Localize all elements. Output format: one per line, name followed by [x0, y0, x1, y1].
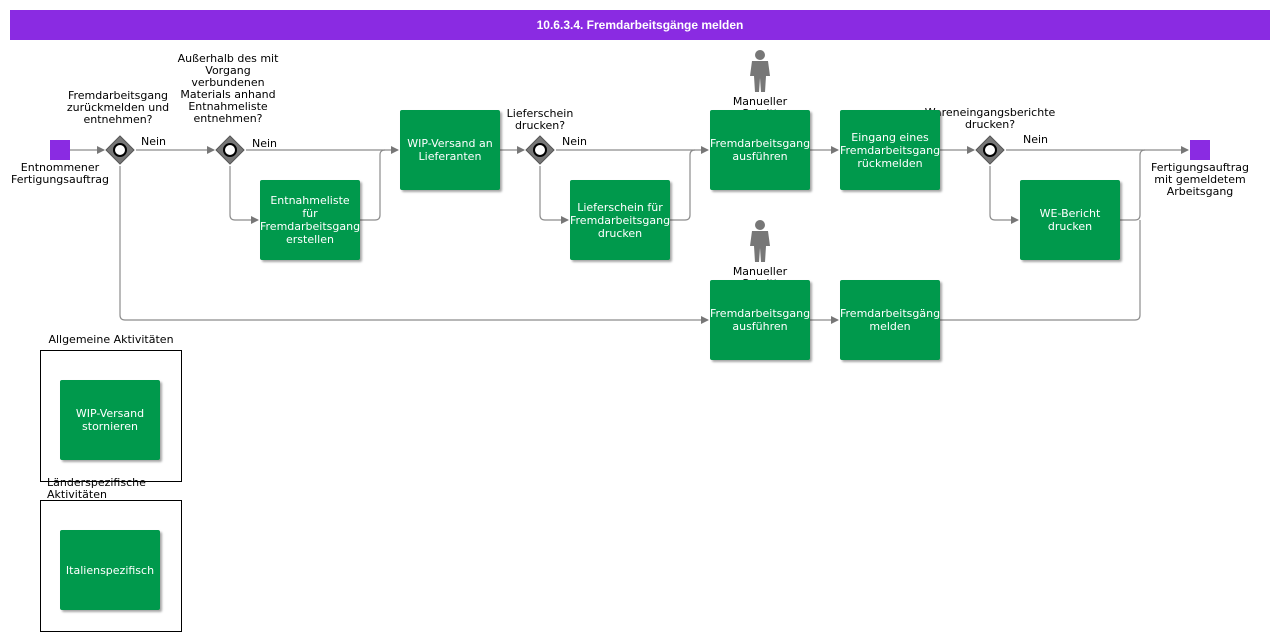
task-label: WE-Bericht drucken [1039, 207, 1101, 233]
diagram-title: 10.6.3.4. Fremdarbeitsgänge melden [10, 10, 1270, 40]
start-event-label: Entnommener Fertigungsauftrag [11, 161, 109, 186]
gateway-2-no-label: Nein [252, 137, 278, 150]
task-eingang-rueckmelden[interactable]: Eingang eines Fremdarbeitsgangs rückmeld… [840, 110, 940, 190]
gateway-1-no-label: Nein [141, 135, 167, 148]
group-country: Italienspezifisch [40, 500, 182, 632]
group-general: WIP-Versand stornieren [40, 350, 182, 482]
task-fremdarbeitsgaenge-melden[interactable]: Fremdarbeitsgänge melden [840, 280, 940, 360]
task-label: Fremdarbeitsgang ausführen [710, 137, 810, 163]
task-label: WIP-Versand stornieren [75, 407, 145, 433]
flow-we-end [1120, 149, 1146, 221]
gateway-3-question: Lieferschein drucken? [506, 107, 574, 132]
gateway-1-question: Fremdarbeitsgang zurückmelden und entneh… [66, 89, 170, 126]
task-label: Eingang eines Fremdarbeitsgangs rückmeld… [840, 130, 940, 170]
task-label: Entnahmeliste für Fremdarbeitsgang erste… [260, 194, 360, 246]
task-fremdarbeitsgang-ausfuehren-bottom[interactable]: Fremdarbeitsgang ausführen [710, 280, 810, 360]
gateway-3-no-label: Nein [562, 135, 588, 148]
task-label: Fremdarbeitsgänge melden [840, 307, 940, 333]
gateway-4[interactable] [975, 135, 1005, 165]
group-country-title: Länderspezifische Aktivitäten [47, 477, 146, 498]
task-we-bericht-drucken[interactable]: WE-Bericht drucken [1020, 180, 1120, 260]
person-icon [750, 50, 770, 92]
flow-gw4-we [989, 166, 1019, 224]
gateway-1[interactable] [105, 135, 135, 165]
end-event[interactable] [1190, 140, 1210, 160]
task-label: Italienspezifisch [65, 563, 155, 577]
flow-melden-end [940, 220, 1141, 321]
task-wip-versand[interactable]: WIP-Versand an Lieferanten [400, 110, 500, 190]
gateway-4-question: Wareneingangsberichte drucken? [924, 106, 1056, 131]
task-label: Fremdarbeitsgang ausführen [710, 307, 810, 333]
start-event[interactable] [50, 140, 70, 160]
task-lieferschein-drucken[interactable]: Lieferschein für Fremdarbeitsgang drucke… [570, 180, 670, 260]
gateway-3[interactable] [525, 135, 555, 165]
task-fremdarbeitsgang-ausfuehren-top[interactable]: Fremdarbeitsgang ausführen [710, 110, 810, 190]
flow-liefer-fremd [670, 149, 696, 221]
gateway-2-question: Außerhalb des mit Vorgang verbundenen Ma… [177, 52, 279, 125]
flow-entnahme-wip [360, 149, 386, 221]
person-icon [750, 220, 770, 262]
task-entnahmeliste-erstellen[interactable]: Entnahmeliste für Fremdarbeitsgang erste… [260, 180, 360, 260]
task-wip-versand-stornieren[interactable]: WIP-Versand stornieren [60, 380, 160, 460]
task-label: WIP-Versand an Lieferanten [407, 137, 493, 163]
task-label: Lieferschein für Fremdarbeitsgang drucke… [570, 200, 670, 240]
group-general-title: Allgemeine Aktivitäten [48, 333, 174, 346]
gateway-4-no-label: Nein [1023, 133, 1049, 146]
flow-gw2-entnahme [229, 166, 259, 224]
flow-gw3-liefer [539, 166, 569, 224]
flow-gw1-bottom [119, 166, 709, 324]
gateway-2[interactable] [215, 135, 245, 165]
task-italienspezifisch[interactable]: Italienspezifisch [60, 530, 160, 610]
end-event-label: Fertigungsauftrag mit gemeldetem Arbeits… [1151, 161, 1249, 198]
